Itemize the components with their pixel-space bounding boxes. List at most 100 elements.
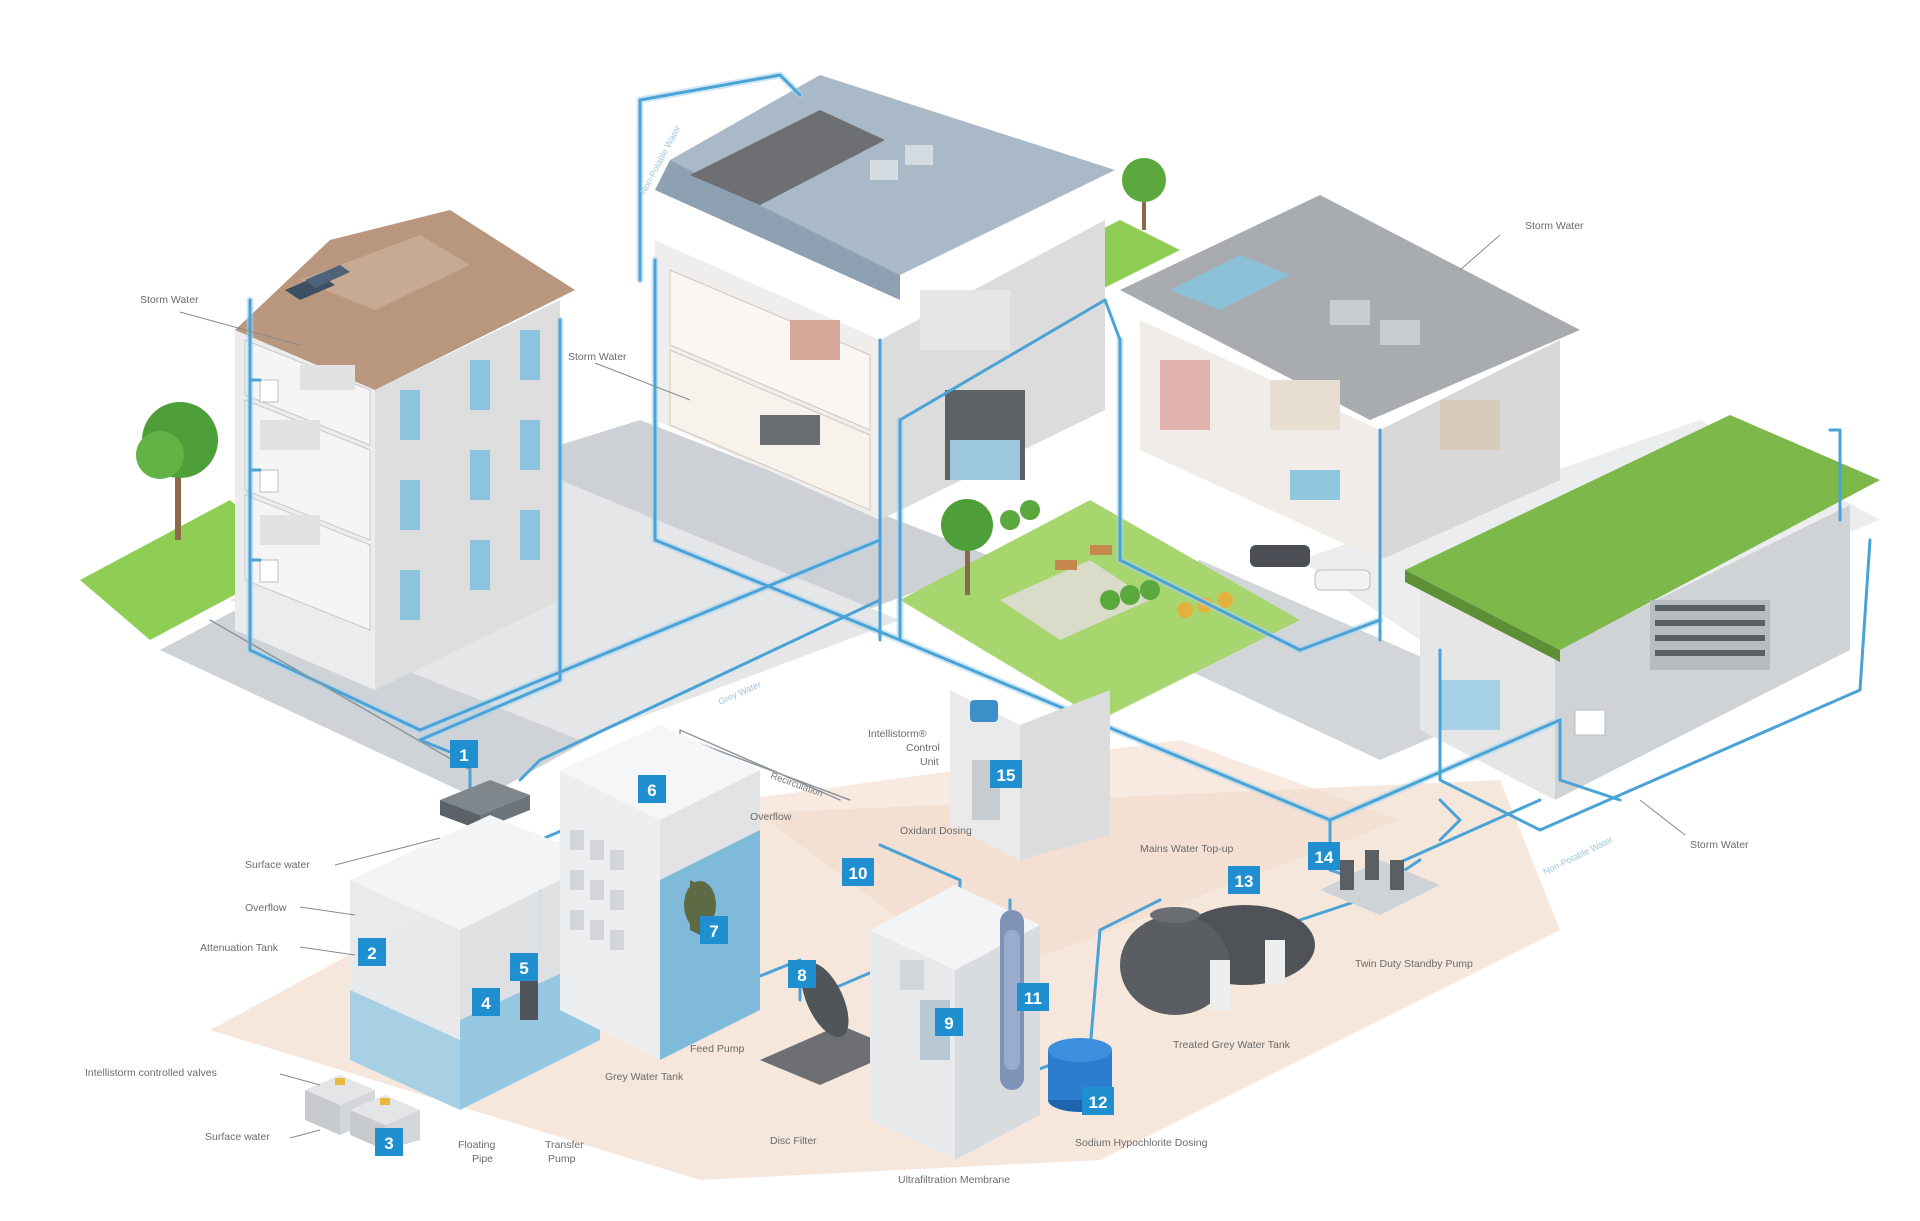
badge-8: 8 [788, 960, 816, 988]
label-floating-pipe-2: Pipe [472, 1153, 493, 1165]
svg-text:3: 3 [384, 1134, 393, 1153]
badge-7: 7 [700, 916, 728, 944]
svg-text:7: 7 [709, 922, 718, 941]
pipe-apartments-balcony [248, 378, 262, 562]
house-rooms [1160, 360, 1500, 500]
pipe-storm-left [209, 619, 471, 771]
building-office [655, 75, 1115, 520]
svg-text:14: 14 [1315, 848, 1334, 867]
apartments-windows [400, 330, 540, 620]
treated-tank [1120, 905, 1315, 1015]
twin-duty-pump [1320, 850, 1440, 915]
label-attenuation-tank: Attenuation Tank [200, 942, 279, 954]
label-control-unit-3: Unit [920, 756, 939, 768]
building-hall [1405, 415, 1880, 800]
grass-courtyard-path [1000, 560, 1150, 640]
building-house [1120, 195, 1580, 591]
pipe-pump-to-network [1438, 798, 1462, 842]
pipe-apartments-riser-left [248, 298, 882, 732]
label-overflow-mid: Overflow [750, 811, 792, 823]
label-oxidant-dosing: Oxidant Dosing [900, 825, 972, 837]
apartments-solar-panels [285, 265, 350, 300]
hall-green-roof [1405, 415, 1880, 650]
office-roof-vent-1 [870, 160, 898, 180]
office-roof-terrace [690, 110, 885, 205]
label-feed-pump: Feed Pump [690, 1043, 744, 1055]
pipe-office-riser-left [653, 258, 902, 642]
hall-green-roof-edge [1405, 570, 1560, 662]
svg-text:10: 10 [849, 864, 868, 883]
badge-14: 14 [1308, 842, 1340, 870]
office-right-face [880, 220, 1105, 520]
badge-9: 9 [935, 1008, 963, 1036]
pipe-hall-riser [1438, 538, 1872, 832]
pipe-hall-roof [1828, 428, 1842, 522]
courtyard-shrubs [1000, 500, 1233, 618]
house-roof-vent-1 [1330, 300, 1370, 325]
office-rooms [669, 269, 1025, 511]
office-roof-front [655, 160, 900, 300]
control-unit-wall [950, 690, 1110, 860]
badge-10: 10 [842, 858, 874, 886]
svg-text:1: 1 [459, 746, 468, 765]
svg-text:8: 8 [797, 966, 806, 985]
pipe-apartments-riser-right [418, 318, 562, 742]
pipe-office-to-house [898, 298, 1122, 422]
apartments-roof-top [300, 235, 470, 310]
label-ultrafiltration-membrane: Ultrafiltration Membrane [898, 1174, 1010, 1186]
label-non-potable-bottom: Non-Potable Water [1541, 834, 1614, 876]
label-transfer-pump-1: Transfer [545, 1139, 584, 1151]
label-floating-pipe-1: Floating [458, 1139, 496, 1151]
label-overflow-left: Overflow [245, 902, 287, 914]
label-storm-water-left: Storm Water [140, 294, 199, 306]
svg-text:5: 5 [519, 959, 528, 978]
label-sodium-hypochlorite: Sodium Hypochlorite Dosing [1075, 1137, 1208, 1149]
house-car [1250, 545, 1371, 591]
badge-5: 5 [510, 953, 538, 981]
badge-12: 12 [1082, 1087, 1114, 1115]
svg-text:12: 12 [1089, 1093, 1108, 1112]
svg-text:15: 15 [997, 766, 1016, 785]
road-center [480, 420, 1000, 620]
label-surface-water-top: Surface water [245, 859, 310, 871]
label-storm-water-mid: Storm Water [568, 351, 627, 363]
label-surface-water-bottom: Surface water [205, 1131, 270, 1143]
tree-courtyard [941, 499, 993, 595]
badge-15: 15 [990, 760, 1022, 788]
label-storm-water-right: Storm Water [1525, 220, 1584, 232]
label-disc-filter: Disc Filter [770, 1135, 817, 1147]
ultrafiltration-membrane [1000, 910, 1024, 1090]
tree-top [1122, 158, 1166, 230]
svg-text:13: 13 [1235, 872, 1254, 891]
number-badges: 1 2 3 4 5 6 7 8 9 10 11 [358, 740, 1340, 1156]
badge-11: 11 [1017, 983, 1049, 1011]
label-storm-water-bottom: Storm Water [1690, 839, 1749, 851]
label-control-unit-1: Intellistorm® [868, 728, 927, 740]
pipe-dosing-to-tank [1088, 898, 1162, 1052]
badge-6: 6 [638, 775, 666, 803]
pipe-house-riser [1118, 338, 1382, 652]
building-apartments [235, 210, 575, 690]
svg-text:4: 4 [481, 994, 491, 1013]
intellistorm-valves [305, 1075, 420, 1150]
badge-13: 13 [1228, 866, 1260, 894]
label-control-unit-2: Control [906, 742, 940, 754]
badge-4: 4 [472, 988, 500, 1016]
label-twin-duty-pump: Twin Duty Standby Pump [1355, 958, 1473, 970]
svg-text:11: 11 [1024, 989, 1042, 1008]
apartments-roof [235, 210, 575, 390]
hall-seating [1650, 600, 1770, 670]
label-grey-water-tank: Grey Water Tank [605, 1071, 684, 1083]
pipe-hall-supply [1558, 718, 1622, 802]
badge-3: 3 [375, 1128, 403, 1156]
svg-text:9: 9 [944, 1014, 953, 1033]
grey-water-tank [560, 725, 760, 1060]
apartments-floors [244, 339, 371, 631]
pipe-trunk-storm [518, 598, 882, 782]
house-roof-vent-2 [1380, 320, 1420, 345]
apartments-right-face [375, 300, 560, 690]
label-controlled-valves: Intellistorm controlled valves [85, 1067, 217, 1079]
tree-left [136, 402, 218, 540]
svg-text:6: 6 [647, 781, 656, 800]
